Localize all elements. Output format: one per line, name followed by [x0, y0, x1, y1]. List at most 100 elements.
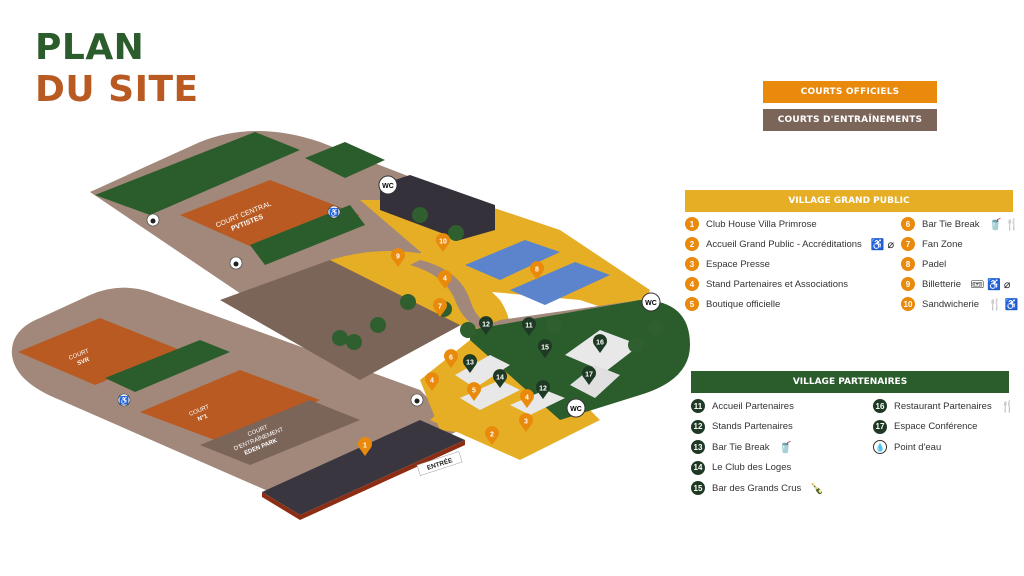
- wc-icon: WC: [641, 292, 661, 312]
- svg-text:6: 6: [449, 355, 453, 362]
- map-marker-12[interactable]: 12: [479, 316, 493, 335]
- map-marker-2[interactable]: 2: [485, 426, 499, 445]
- svg-text:♿: ♿: [119, 395, 129, 405]
- amenity-icons: 🍾: [810, 482, 824, 495]
- legend-label: Stands Partenaires: [712, 421, 793, 432]
- map-marker-12[interactable]: 12: [536, 380, 550, 399]
- court-central: [180, 180, 360, 255]
- map-marker-6[interactable]: 6: [444, 349, 458, 368]
- legend-item: 8 Padel: [901, 257, 946, 271]
- water-point-icon: [410, 393, 424, 407]
- map-marker-1[interactable]: 1: [358, 437, 373, 456]
- map-marker-3[interactable]: 3: [519, 413, 533, 432]
- water-point-icon: [229, 256, 243, 270]
- map-marker-16[interactable]: 16: [593, 334, 607, 353]
- wc-icon: WC: [566, 398, 586, 418]
- legend-item: 6 Bar Tie Break 🥤 🍴: [901, 217, 1019, 231]
- legend-official-courts: COURTS OFFICIELS: [763, 81, 937, 103]
- tent-restaurant: [565, 330, 640, 372]
- legend-number: 7: [901, 237, 915, 251]
- legend-training-courts: COURTS D'ENTRAÎNEMENTS: [763, 109, 937, 131]
- map-marker-7[interactable]: 7: [433, 298, 448, 317]
- map-marker-4[interactable]: 4: [438, 270, 453, 289]
- wc-icon: WC: [378, 175, 398, 195]
- legend-number: 11: [691, 399, 705, 413]
- legend-number: 5: [685, 297, 699, 311]
- legend-label: Padel: [922, 258, 947, 270]
- entrance-sign: [416, 451, 463, 476]
- court-n1-name: N°1: [197, 413, 209, 423]
- water-point-icon: [146, 213, 160, 227]
- map-marker-4[interactable]: 4: [425, 372, 440, 391]
- map-marker-8[interactable]: 8: [530, 261, 544, 280]
- court-n1: [140, 370, 320, 442]
- legend-number: 17: [873, 419, 887, 434]
- legend-item: 12 Stands Partenaires: [691, 419, 793, 434]
- map-marker-9[interactable]: 9: [391, 248, 406, 267]
- svg-text:4: 4: [525, 395, 529, 402]
- legend-number: 8: [901, 257, 915, 271]
- svg-text:WC: WC: [645, 300, 657, 307]
- legend-label: Stand Partenaires et Associations: [706, 278, 849, 290]
- legend-number: 15: [691, 481, 705, 495]
- svg-text:10: 10: [439, 239, 447, 246]
- svg-text:9: 9: [396, 254, 400, 261]
- map-marker-4[interactable]: 4: [520, 389, 534, 408]
- legend-label: Sandwicherie: [922, 298, 980, 310]
- tent-conference: [570, 365, 620, 398]
- legend-number: 6: [901, 217, 915, 231]
- amenity-icons: 🍴 ♿: [988, 298, 1019, 311]
- map-marker-5[interactable]: 5: [467, 382, 481, 401]
- legend-number: 16: [873, 399, 887, 413]
- svg-text:4: 4: [430, 378, 434, 385]
- svg-text:♿: ♿: [329, 207, 339, 217]
- map-marker-14[interactable]: 14: [493, 369, 507, 388]
- legend-label: Point d'eau: [894, 441, 942, 453]
- section-village-grand-public: VILLAGE GRAND PUBLIC: [685, 190, 1013, 212]
- map-marker-15[interactable]: 15: [538, 339, 552, 358]
- svg-text:4: 4: [443, 276, 447, 283]
- map-marker-17[interactable]: 17: [582, 366, 596, 385]
- legend-item: 💧Point d'eau: [873, 440, 941, 454]
- legend-label: Club House Villa Primrose: [706, 218, 817, 230]
- legend-item: 4 Stand Partenaires et Associations: [685, 277, 848, 291]
- legend-label: Bar Tie Break: [922, 218, 980, 230]
- stand-central-north: [95, 132, 300, 215]
- svg-text:7: 7: [438, 304, 442, 311]
- legend-label: Bar Tie Break: [712, 441, 770, 453]
- svg-text:8: 8: [535, 267, 539, 274]
- legend-label: Fan Zone: [922, 238, 963, 250]
- legend-number: 4: [685, 277, 699, 291]
- amenity-icons: 🥤 🍴: [988, 218, 1020, 231]
- padel-court-2: [510, 262, 610, 305]
- legend-item: 13 Bar Tie Break 🥤: [691, 440, 792, 454]
- svg-text:12: 12: [539, 386, 547, 393]
- map-marker-13[interactable]: 13: [463, 354, 477, 373]
- legend-label: Bar des Grands Crus: [712, 482, 802, 494]
- svg-text:WC: WC: [382, 183, 394, 190]
- amenity-icons: ♿ ⌀: [870, 238, 895, 251]
- amenity-icons: 🎟 ♿ ⌀: [970, 278, 1011, 291]
- map-marker-10[interactable]: 10: [436, 233, 451, 252]
- legend-item: 15 Bar des Grands Crus 🍾: [691, 481, 824, 495]
- legend-label: Restaurant Partenaires: [894, 400, 992, 412]
- training-courts-mid: [220, 260, 470, 380]
- padel-court-1: [465, 240, 560, 280]
- stand-central-east: [305, 142, 385, 178]
- amenity-icons: 🥤: [778, 441, 793, 454]
- stand-svr: [105, 340, 230, 392]
- legend-number: 12: [691, 419, 705, 434]
- svg-text:16: 16: [596, 340, 604, 347]
- svg-text:12: 12: [482, 322, 490, 329]
- legend-label: Accueil Partenaires: [712, 400, 794, 412]
- legend-number: 10: [901, 297, 915, 311]
- map-marker-11[interactable]: 11: [522, 317, 536, 336]
- legend-number: 13: [691, 440, 705, 454]
- legend-label: Accueil Grand Public - Accréditations: [706, 238, 862, 250]
